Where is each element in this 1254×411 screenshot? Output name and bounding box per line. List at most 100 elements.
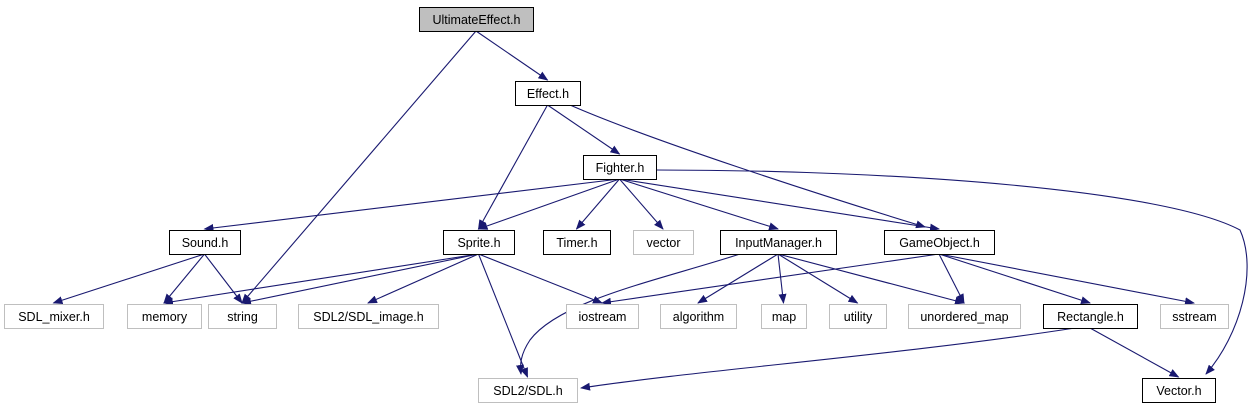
edge-inputmanager-to-utility [777, 253, 859, 304]
node-label: Sprite.h [457, 236, 500, 250]
node-label: Fighter.h [596, 161, 645, 175]
node-box [298, 304, 439, 329]
node-sdl[interactable]: SDL2/SDL.h [478, 378, 578, 403]
node-label: unordered_map [920, 310, 1008, 324]
node-utility[interactable]: utility [829, 304, 887, 329]
node-box [583, 155, 657, 180]
edge-gameobject-to-sstream [938, 253, 1195, 306]
node-sprite[interactable]: Sprite.h [443, 230, 515, 255]
node-label: GameObject.h [899, 236, 980, 250]
node-label: algorithm [673, 310, 724, 324]
node-label: Vector.h [1156, 384, 1201, 398]
node-box [127, 304, 202, 329]
node-label: SDL_mixer.h [18, 310, 90, 324]
node-label: Timer.h [556, 236, 597, 250]
node-label: Rectangle.h [1057, 310, 1124, 324]
node-memory[interactable]: memory [127, 304, 202, 329]
node-map[interactable]: map [761, 304, 807, 329]
node-box [1160, 304, 1229, 329]
edge-inputmanager-to-algorithm [697, 253, 779, 304]
edge-sprite-to-iostream [478, 253, 603, 304]
node-sdl_mixer[interactable]: SDL_mixer.h [4, 304, 104, 329]
edge-sound-to-sdl_mixer [52, 253, 205, 305]
edge-layer [52, 30, 1248, 391]
node-label: iostream [579, 310, 627, 324]
node-box [761, 304, 807, 329]
node-label: SDL2/SDL.h [493, 384, 563, 398]
node-sound[interactable]: Sound.h [169, 230, 241, 255]
edge-effect-to-gameobject [569, 104, 926, 229]
edge-inputmanager-to-map [777, 253, 787, 304]
node-box [884, 230, 995, 255]
edge-gameobject-to-unordered_map [938, 253, 965, 304]
node-label: InputManager.h [735, 236, 822, 250]
node-sdl_image[interactable]: SDL2/SDL_image.h [298, 304, 439, 329]
node-box [208, 304, 277, 329]
node-box [478, 378, 578, 403]
node-timer[interactable]: Timer.h [543, 230, 611, 255]
edge-sound-to-memory [163, 253, 205, 304]
edge-fighter-to-vector_std [619, 178, 664, 230]
node-box [419, 7, 534, 32]
edge-fighter-to-sound [203, 178, 620, 232]
node-iostream[interactable]: iostream [566, 304, 639, 329]
node-label: utility [844, 310, 873, 324]
node-label: string [227, 310, 258, 324]
node-algorithm[interactable]: algorithm [660, 304, 737, 329]
node-string[interactable]: string [208, 304, 277, 329]
edge-sound-to-string [204, 253, 243, 304]
edge-gameobject-to-iostream [601, 253, 940, 306]
node-label: SDL2/SDL_image.h [313, 310, 424, 324]
edge-effect-to-fighter [547, 104, 621, 155]
edge-inputmanager-to-unordered_map [777, 253, 965, 305]
node-label: Sound.h [182, 236, 229, 250]
edge-fighter-to-vector_h [655, 169, 1248, 375]
edge-ultimateeffect-to-string [241, 30, 477, 304]
edge-effect-to-sprite [478, 104, 548, 230]
node-box [4, 304, 104, 329]
edge-inputmanager-to-sdl [516, 253, 741, 375]
edge-fighter-to-inputmanager [619, 178, 779, 231]
edge-fighter-to-gameobject [619, 178, 940, 232]
node-sstream[interactable]: sstream [1160, 304, 1229, 329]
node-unordered_map[interactable]: unordered_map [908, 304, 1021, 329]
node-label: sstream [1172, 310, 1216, 324]
edge-sprite-to-sdl_image [367, 253, 479, 304]
node-box [443, 230, 515, 255]
edge-ultimateeffect-to-effect [475, 30, 549, 81]
node-box [908, 304, 1021, 329]
edge-fighter-to-sprite [477, 178, 620, 230]
node-box [515, 81, 581, 106]
node-box [1043, 304, 1138, 329]
node-box [566, 304, 639, 329]
edge-gameobject-to-rectangle [938, 253, 1091, 305]
node-effect[interactable]: Effect.h [515, 81, 581, 106]
node-label: vector [646, 236, 680, 250]
node-box [169, 230, 241, 255]
node-label: Effect.h [527, 87, 569, 101]
edge-rectangle-to-sdl [580, 327, 1076, 391]
node-box [633, 230, 694, 255]
node-ultimateeffect[interactable]: UltimateEffect.h [419, 7, 534, 32]
node-box [720, 230, 837, 255]
node-box [543, 230, 611, 255]
node-label: memory [142, 310, 188, 324]
edge-sprite-to-sdl [477, 253, 529, 378]
node-box [1142, 378, 1216, 403]
edge-fighter-to-timer [575, 178, 620, 230]
node-label: UltimateEffect.h [432, 13, 520, 27]
node-box [660, 304, 737, 329]
edge-sprite-to-string [241, 253, 479, 306]
node-label: map [772, 310, 796, 324]
edge-sprite-to-memory [163, 253, 479, 306]
node-box [829, 304, 887, 329]
node-inputmanager[interactable]: InputManager.h [720, 230, 837, 255]
node-fighter[interactable]: Fighter.h [583, 155, 657, 180]
node-vector_h[interactable]: Vector.h [1142, 378, 1216, 403]
edge-rectangle-to-vector_h [1089, 327, 1180, 378]
node-gameobject[interactable]: GameObject.h [884, 230, 995, 255]
node-layer: UltimateEffect.hEffect.hFighter.hSound.h… [4, 7, 1229, 403]
node-vector_std[interactable]: vector [633, 230, 694, 255]
node-rectangle[interactable]: Rectangle.h [1043, 304, 1138, 329]
